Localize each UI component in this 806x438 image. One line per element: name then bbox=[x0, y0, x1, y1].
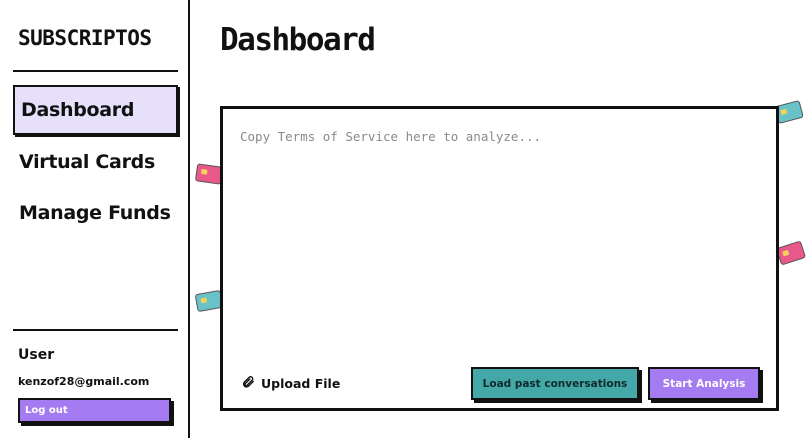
upload-file-button[interactable]: Upload File bbox=[241, 375, 340, 392]
sidebar-divider-bottom bbox=[13, 329, 178, 331]
logout-button[interactable]: Log out bbox=[18, 398, 171, 423]
sidebar-item-dashboard[interactable]: Dashboard bbox=[13, 85, 178, 135]
start-analysis-button[interactable]: Start Analysis bbox=[648, 367, 760, 400]
sidebar-divider-top bbox=[13, 70, 178, 72]
upload-file-label: Upload File bbox=[261, 376, 341, 391]
sidebar-item-virtual-cards[interactable]: Virtual Cards bbox=[19, 151, 155, 173]
user-email: kenzof28@gmail.com bbox=[18, 375, 150, 388]
credit-card-icon bbox=[775, 240, 806, 266]
credit-card-icon bbox=[194, 163, 224, 185]
sidebar-item-manage-funds[interactable]: Manage Funds bbox=[19, 202, 171, 224]
terms-of-service-input[interactable] bbox=[240, 129, 760, 349]
load-past-conversations-button[interactable]: Load past conversations bbox=[471, 367, 639, 400]
sidebar: SUBSCRIPTOS Dashboard Virtual Cards Mana… bbox=[0, 0, 190, 438]
brand-logo: SUBSCRIPTOS bbox=[18, 26, 152, 50]
analysis-panel: Upload File Load past conversations Star… bbox=[220, 106, 779, 411]
user-label: User bbox=[18, 347, 55, 363]
page-title: Dashboard bbox=[220, 22, 376, 58]
paperclip-icon bbox=[241, 375, 255, 392]
